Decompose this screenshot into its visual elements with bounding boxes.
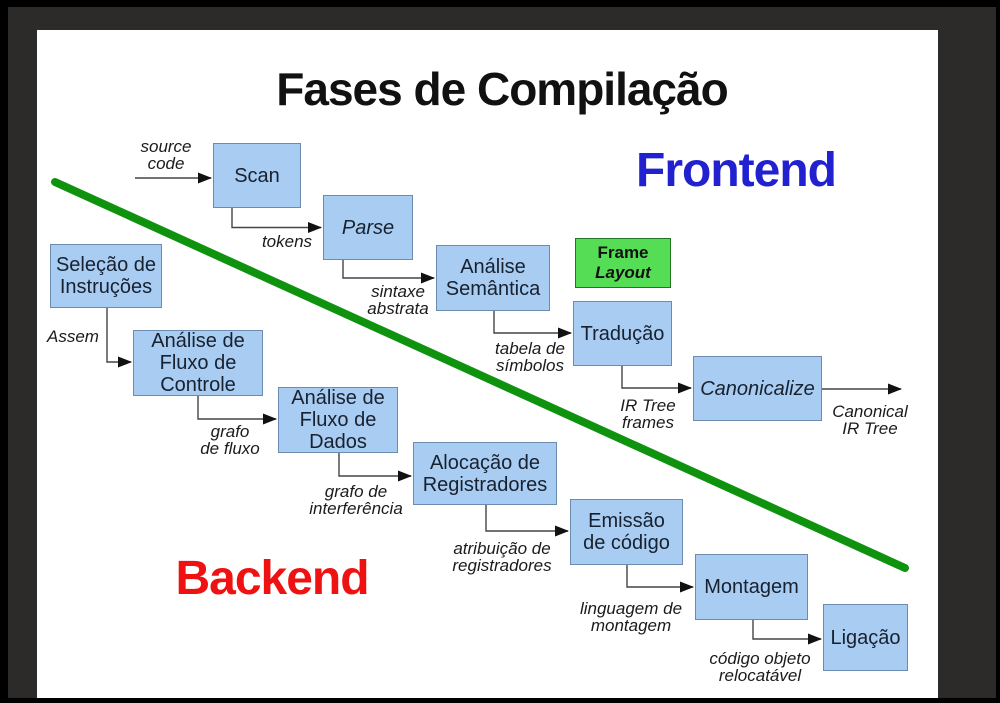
edge-label-linguagem-montagem: linguagem de montagem — [579, 599, 683, 635]
node-parse-label: Parse — [341, 216, 395, 239]
node-emissao-codigo-label: Emissão de código — [583, 510, 670, 554]
edge-label-ir-tree-frames: IR Tree frames — [620, 396, 676, 432]
node-montagem: Montagem — [695, 554, 808, 620]
edge-traducao-to-canonicalize — [621, 366, 692, 394]
node-traducao: Tradução — [573, 301, 672, 366]
edge-parse-to-semantica — [342, 260, 435, 284]
frame-layout-line2: Layout — [595, 263, 651, 282]
node-emissao-codigo: Emissão de código — [570, 499, 683, 565]
backend-region-label: Backend — [175, 552, 369, 605]
node-analise-fluxo-dados-label: Análise de Fluxo de Dados — [291, 387, 385, 453]
node-scan-label: Scan — [234, 164, 280, 187]
frontend-region-label: Frontend — [636, 144, 837, 197]
edge-label-source-code: source code — [140, 137, 192, 173]
edge-label-codigo-objeto: código objeto relocatável — [709, 649, 811, 685]
edge-fluxo-controle-to-dados — [197, 396, 277, 425]
node-analise-fluxo-dados: Análise de Fluxo de Dados — [278, 387, 398, 453]
node-frame-layout: Frame Layout — [575, 238, 671, 288]
slide-page: Fases de Compilação Frontend Backend Sca… — [37, 30, 938, 698]
edge-selecao-to-fluxo-controle — [106, 308, 132, 368]
edge-emissao-to-montagem — [626, 565, 694, 593]
frontend-backend-divider-line — [51, 178, 909, 572]
diagram-title: Fases de Compilação — [276, 63, 728, 115]
edge-label-canonical-ir-tree: Canonical IR Tree — [832, 402, 908, 438]
node-scan: Scan — [213, 143, 301, 208]
node-montagem-label: Montagem — [704, 576, 799, 598]
node-analise-semantica-label: Análise Semântica — [445, 256, 541, 300]
node-selecao-instrucoes-label: Seleção de Instruções — [55, 254, 157, 298]
edge-alocacao-to-emissao — [485, 505, 569, 537]
node-analise-semantica: Análise Semântica — [436, 245, 550, 311]
node-canonicalize: Canonicalize — [693, 356, 822, 421]
edge-scan-to-parse — [231, 208, 322, 233]
edge-semantica-to-traducao — [493, 311, 572, 339]
node-traducao-label: Tradução — [580, 322, 665, 345]
edge-montagem-to-ligacao — [752, 620, 822, 645]
edge-label-tabela-simbolos: tabela de símbolos — [495, 339, 565, 375]
edge-label-tokens: tokens — [261, 232, 313, 251]
edge-fluxo-dados-to-alocacao — [338, 453, 412, 482]
node-alocacao-registradores: Alocação de Registradores — [413, 442, 557, 505]
node-analise-fluxo-controle-label: Análise de Fluxo de Controle — [151, 330, 245, 396]
edge-label-grafo-interferencia: grafo de interferência — [309, 482, 403, 518]
edge-label-atribuicao-registradores: atribuição de registradores — [452, 539, 552, 575]
node-alocacao-registradores-label: Alocação de Registradores — [422, 451, 548, 496]
edge-label-grafo-fluxo: grafo de fluxo — [200, 422, 260, 458]
frame-layout-line1: Frame — [597, 243, 649, 262]
node-parse: Parse — [323, 195, 413, 260]
node-canonicalize-label: Canonicalize — [700, 377, 815, 400]
diagram-connectors — [51, 172, 909, 645]
edge-label-sintaxe-abstrata: sintaxe abstrata — [367, 282, 429, 318]
node-selecao-instrucoes: Seleção de Instruções — [50, 244, 162, 308]
node-analise-fluxo-controle: Análise de Fluxo de Controle — [133, 330, 263, 396]
edge-label-assem: Assem — [47, 327, 99, 346]
node-ligacao: Ligação — [823, 604, 908, 671]
node-ligacao-label: Ligação — [830, 626, 901, 649]
